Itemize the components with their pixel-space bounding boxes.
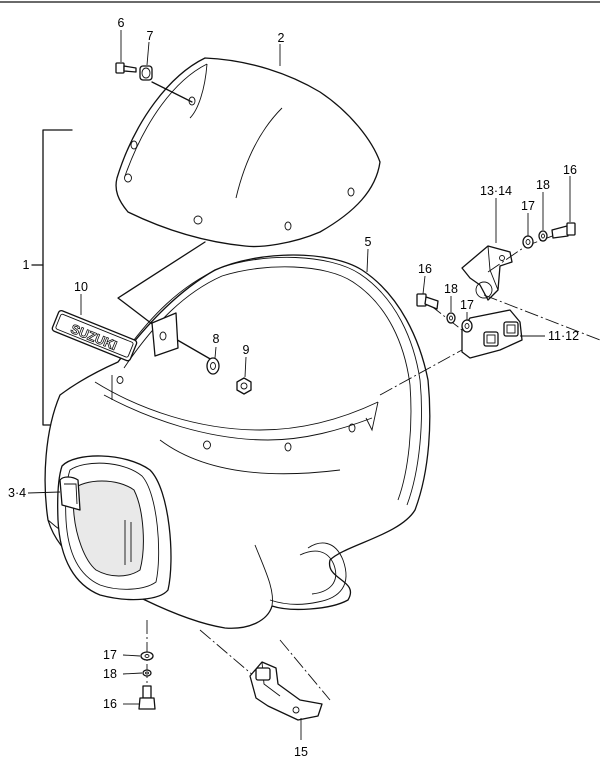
washer-17-top	[522, 235, 534, 249]
nut-9	[236, 377, 252, 395]
callout-1: 1	[23, 258, 30, 272]
bolt-16-top	[551, 222, 576, 239]
well-nut-7	[139, 65, 153, 81]
callout-17-bottom: 17	[103, 648, 117, 662]
bracket-axis	[483, 294, 600, 341]
assembly-bracket	[42, 129, 73, 426]
tab-insert	[151, 312, 179, 357]
callout-16-bottom: 16	[103, 697, 117, 711]
bracket-15	[249, 661, 323, 721]
callout-7: 7	[147, 29, 154, 43]
washer-17-mid	[461, 319, 473, 333]
suzuki-decal: SUZUKI	[51, 309, 138, 362]
trim-3-4	[59, 476, 81, 511]
callout-18-mid: 18	[444, 282, 458, 296]
clip-axis	[379, 304, 463, 396]
callout-15: 15	[294, 745, 308, 759]
washer-18-top	[538, 230, 548, 242]
screw-6	[115, 62, 137, 74]
callout-17-mid: 17	[460, 298, 474, 312]
callout-18-top: 18	[536, 178, 550, 192]
bolt-16-bottom	[138, 685, 156, 710]
callout-17-top: 17	[521, 199, 535, 213]
screw-leader	[151, 81, 193, 103]
callout-labels: 6 7 2 1 5 10 8 9 3·4 13·14 17 18 16 16 1…	[8, 16, 579, 759]
bolt-16-mid	[416, 293, 439, 310]
bracket-11-12	[461, 309, 523, 359]
leader-lines	[27, 30, 571, 740]
windscreen	[115, 57, 381, 248]
washer-17-bottom	[140, 651, 154, 661]
callout-18-bottom: 18	[103, 667, 117, 681]
callout-3-4: 3·4	[8, 486, 26, 500]
washer-18-mid	[446, 312, 456, 324]
windscreen-leader	[117, 241, 213, 361]
callout-2: 2	[278, 31, 285, 45]
callout-16-top: 16	[563, 163, 577, 177]
bracket-13-14	[461, 245, 513, 301]
callout-8: 8	[213, 332, 220, 346]
callout-16-mid: 16	[418, 262, 432, 276]
washer-18-bottom	[142, 669, 152, 677]
callout-5: 5	[365, 235, 372, 249]
callout-11-12: 11·12	[548, 329, 579, 343]
grommet-8	[206, 357, 220, 375]
callout-13-14: 13·14	[480, 184, 512, 198]
callout-6: 6	[118, 16, 125, 30]
callout-9: 9	[243, 343, 250, 357]
callout-10: 10	[74, 280, 88, 294]
cowl	[44, 254, 431, 629]
